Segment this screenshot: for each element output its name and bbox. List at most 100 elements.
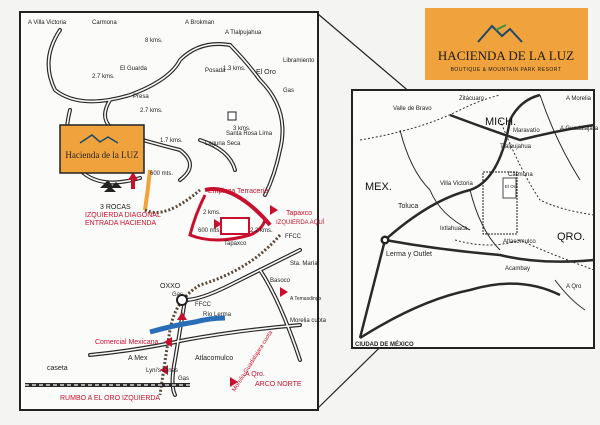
arrow-up-hacienda-shaft — [131, 179, 135, 189]
label-gas-north: Gas — [283, 88, 294, 94]
arrow-right-terraceria — [214, 219, 222, 229]
label-gas-oxxo: Gas — [172, 292, 183, 298]
label-tlalpujahua: Tlalpujahua — [500, 144, 532, 150]
label-a-guadalajara: A Guadalajara — [560, 126, 599, 132]
label-santa-rosa-lima: Santa Rosa Lima — [226, 131, 273, 137]
label-entrada-hacienda: ENTRADA HACIENDA — [85, 220, 157, 227]
detail-map-panel: Hacienda de la LUZ A Villa Victoria Carm… — [19, 11, 327, 411]
rio-lerma-river — [149, 315, 226, 335]
region-road-toluca-north — [358, 93, 541, 339]
main-hacienda-logo: HACIENDA DE LA LUZ BOUTIQUE & MOUNTAIN P… — [425, 8, 588, 80]
label-lerma-outlet: Lerma y Outlet — [386, 251, 432, 258]
label-carmona: Carmona — [92, 20, 117, 26]
label-3-rocas: 3 ROCAS — [100, 204, 131, 211]
label-empieza-terraceria: Empieza Terracería — [208, 188, 269, 195]
arrow-left-comercial — [164, 337, 172, 347]
small-logo-name: Hacienda de la LUZ — [65, 150, 138, 160]
label-acambay: Acambay — [505, 266, 530, 272]
label-a-brokman: A Brokman — [185, 20, 214, 26]
label-3-kms: 3 kms. — [233, 126, 251, 132]
main-logo-tagline: BOUTIQUE & MOUNTAIN PARK RESORT — [451, 67, 562, 73]
label-a-qro: A Qro — [566, 284, 582, 290]
region-roads — [358, 93, 595, 340]
label-basoco: Basoco — [270, 278, 291, 284]
label-libramiento: Libramiento — [283, 58, 315, 64]
label-temasdingo: A Temasdingo — [290, 296, 322, 302]
mountain-logo-icon — [477, 24, 523, 43]
label-ffcc-east: FFCC — [285, 234, 302, 240]
label-gas-south: Gas — [178, 376, 189, 382]
label-toluca: Toluca — [398, 203, 418, 210]
label-villa-victoria: A Villa Victoria — [28, 20, 67, 26]
label-valle-bravo: Valle de Bravo — [393, 106, 432, 112]
label-sta-maria: Sta. María — [290, 261, 318, 267]
leaf-logo-icon — [495, 24, 507, 31]
arrow-right-temasdingo — [280, 287, 288, 297]
arrow-left-a-mex — [160, 365, 168, 375]
label-2-2-kms: 2.2 kms. — [250, 228, 273, 234]
region-labels: MEX. MICH. QRO. Zitácuaro A Morelia Vall… — [355, 96, 599, 348]
route-red-segment — [204, 187, 272, 227]
el-oro-box — [502, 177, 517, 199]
label-izquierda-diagonal: IZQUIERDA DIAGONAL — [85, 212, 161, 219]
label-el-oro: El Oro — [505, 184, 518, 189]
region-road-morelia — [449, 113, 595, 142]
label-ixtlahuaca: Ixtlahuaca — [440, 226, 468, 232]
label-maravatio: Maravatío — [513, 128, 540, 134]
three-rocks-icon — [100, 180, 122, 192]
main-logo-name: HACIENDA DE LA LUZ — [438, 48, 574, 63]
small-hacienda-logo: Hacienda de la LUZ — [59, 124, 145, 174]
label-600-mts-a: 600 mts. — [150, 171, 173, 177]
railway-north — [144, 188, 201, 214]
label-lynis-cines: Lyni's Cines — [146, 368, 178, 374]
label-a-qro: A Qro. — [245, 371, 265, 378]
label-zitacuaro: Zitácuaro — [459, 96, 485, 102]
oxxo-roundabout — [176, 294, 188, 306]
dirt-road-to-hacienda — [143, 169, 152, 211]
label-a-morelia: A Morelia — [566, 96, 592, 102]
label-tapaxco-small: Tapaxco — [224, 241, 247, 247]
label-el-oro: El Oro — [256, 69, 276, 76]
label-rio-lerma: Río Lerma — [203, 312, 232, 318]
arrow-right-tapaxco — [270, 205, 278, 215]
label-state-mex: MEX. — [365, 181, 392, 193]
arrow-up-oxxo — [177, 312, 187, 320]
route-red-tapaxco — [188, 194, 267, 242]
label-izquierda-aqui: IZQUIERDA AQUÍ — [276, 219, 325, 226]
arrow-up-hacienda — [128, 172, 138, 180]
label-2-7-kms-b: 2.7 kms. — [140, 108, 163, 114]
label-comercial-mexicana: Comercial Mexicana — [95, 339, 159, 346]
label-oxxo: OXXO — [160, 283, 181, 290]
label-villa-victoria: Villa Victoria — [440, 181, 473, 187]
tapaxco-box — [220, 217, 250, 235]
label-2-kms: 2 kms. — [203, 210, 221, 216]
label-morelia-cuota: Morelia cuota — [290, 318, 327, 324]
label-rumbo-el-oro: RUMBO A EL ORO IZQUIERDA — [60, 395, 160, 402]
label-posada: Posada — [205, 68, 226, 74]
label-state-qro: QRO. — [557, 231, 585, 243]
label-8-kms: 8 kms. — [145, 38, 163, 44]
label-a-tlalpujahua: A Tlalpujahua — [225, 30, 262, 36]
mountain-icon — [79, 134, 119, 144]
label-1-3-kms: 1.3 kms. — [223, 66, 246, 72]
label-atlacomulco: Atlacomulco — [195, 355, 233, 362]
label-laguna-seca: Laguna Seca — [205, 141, 241, 147]
zoom-area-box — [482, 171, 518, 235]
region-map-panel: MEX. MICH. QRO. Zitácuaro A Morelia Vall… — [351, 89, 599, 349]
direction-arrows — [128, 172, 288, 387]
region-road-atlacomulco-qro — [384, 238, 595, 263]
label-el-guarda: El Guarda — [120, 66, 148, 72]
label-a-mex: A Mex — [128, 355, 148, 362]
region-road-mexico-acambay — [359, 282, 561, 340]
region-map-frame — [351, 89, 595, 349]
state-borders — [359, 94, 595, 271]
arrow-right-a-qro — [230, 377, 238, 387]
label-atlacomulco: Atlacomulco — [503, 239, 536, 245]
railway-ffcc — [158, 234, 282, 396]
label-state-mich: MICH. — [485, 116, 516, 128]
label-ffcc-center: FFCC — [195, 302, 212, 308]
label-caseta: caseta — [47, 365, 68, 372]
label-2-7-kms-a: 2.7 kms. — [92, 74, 115, 80]
